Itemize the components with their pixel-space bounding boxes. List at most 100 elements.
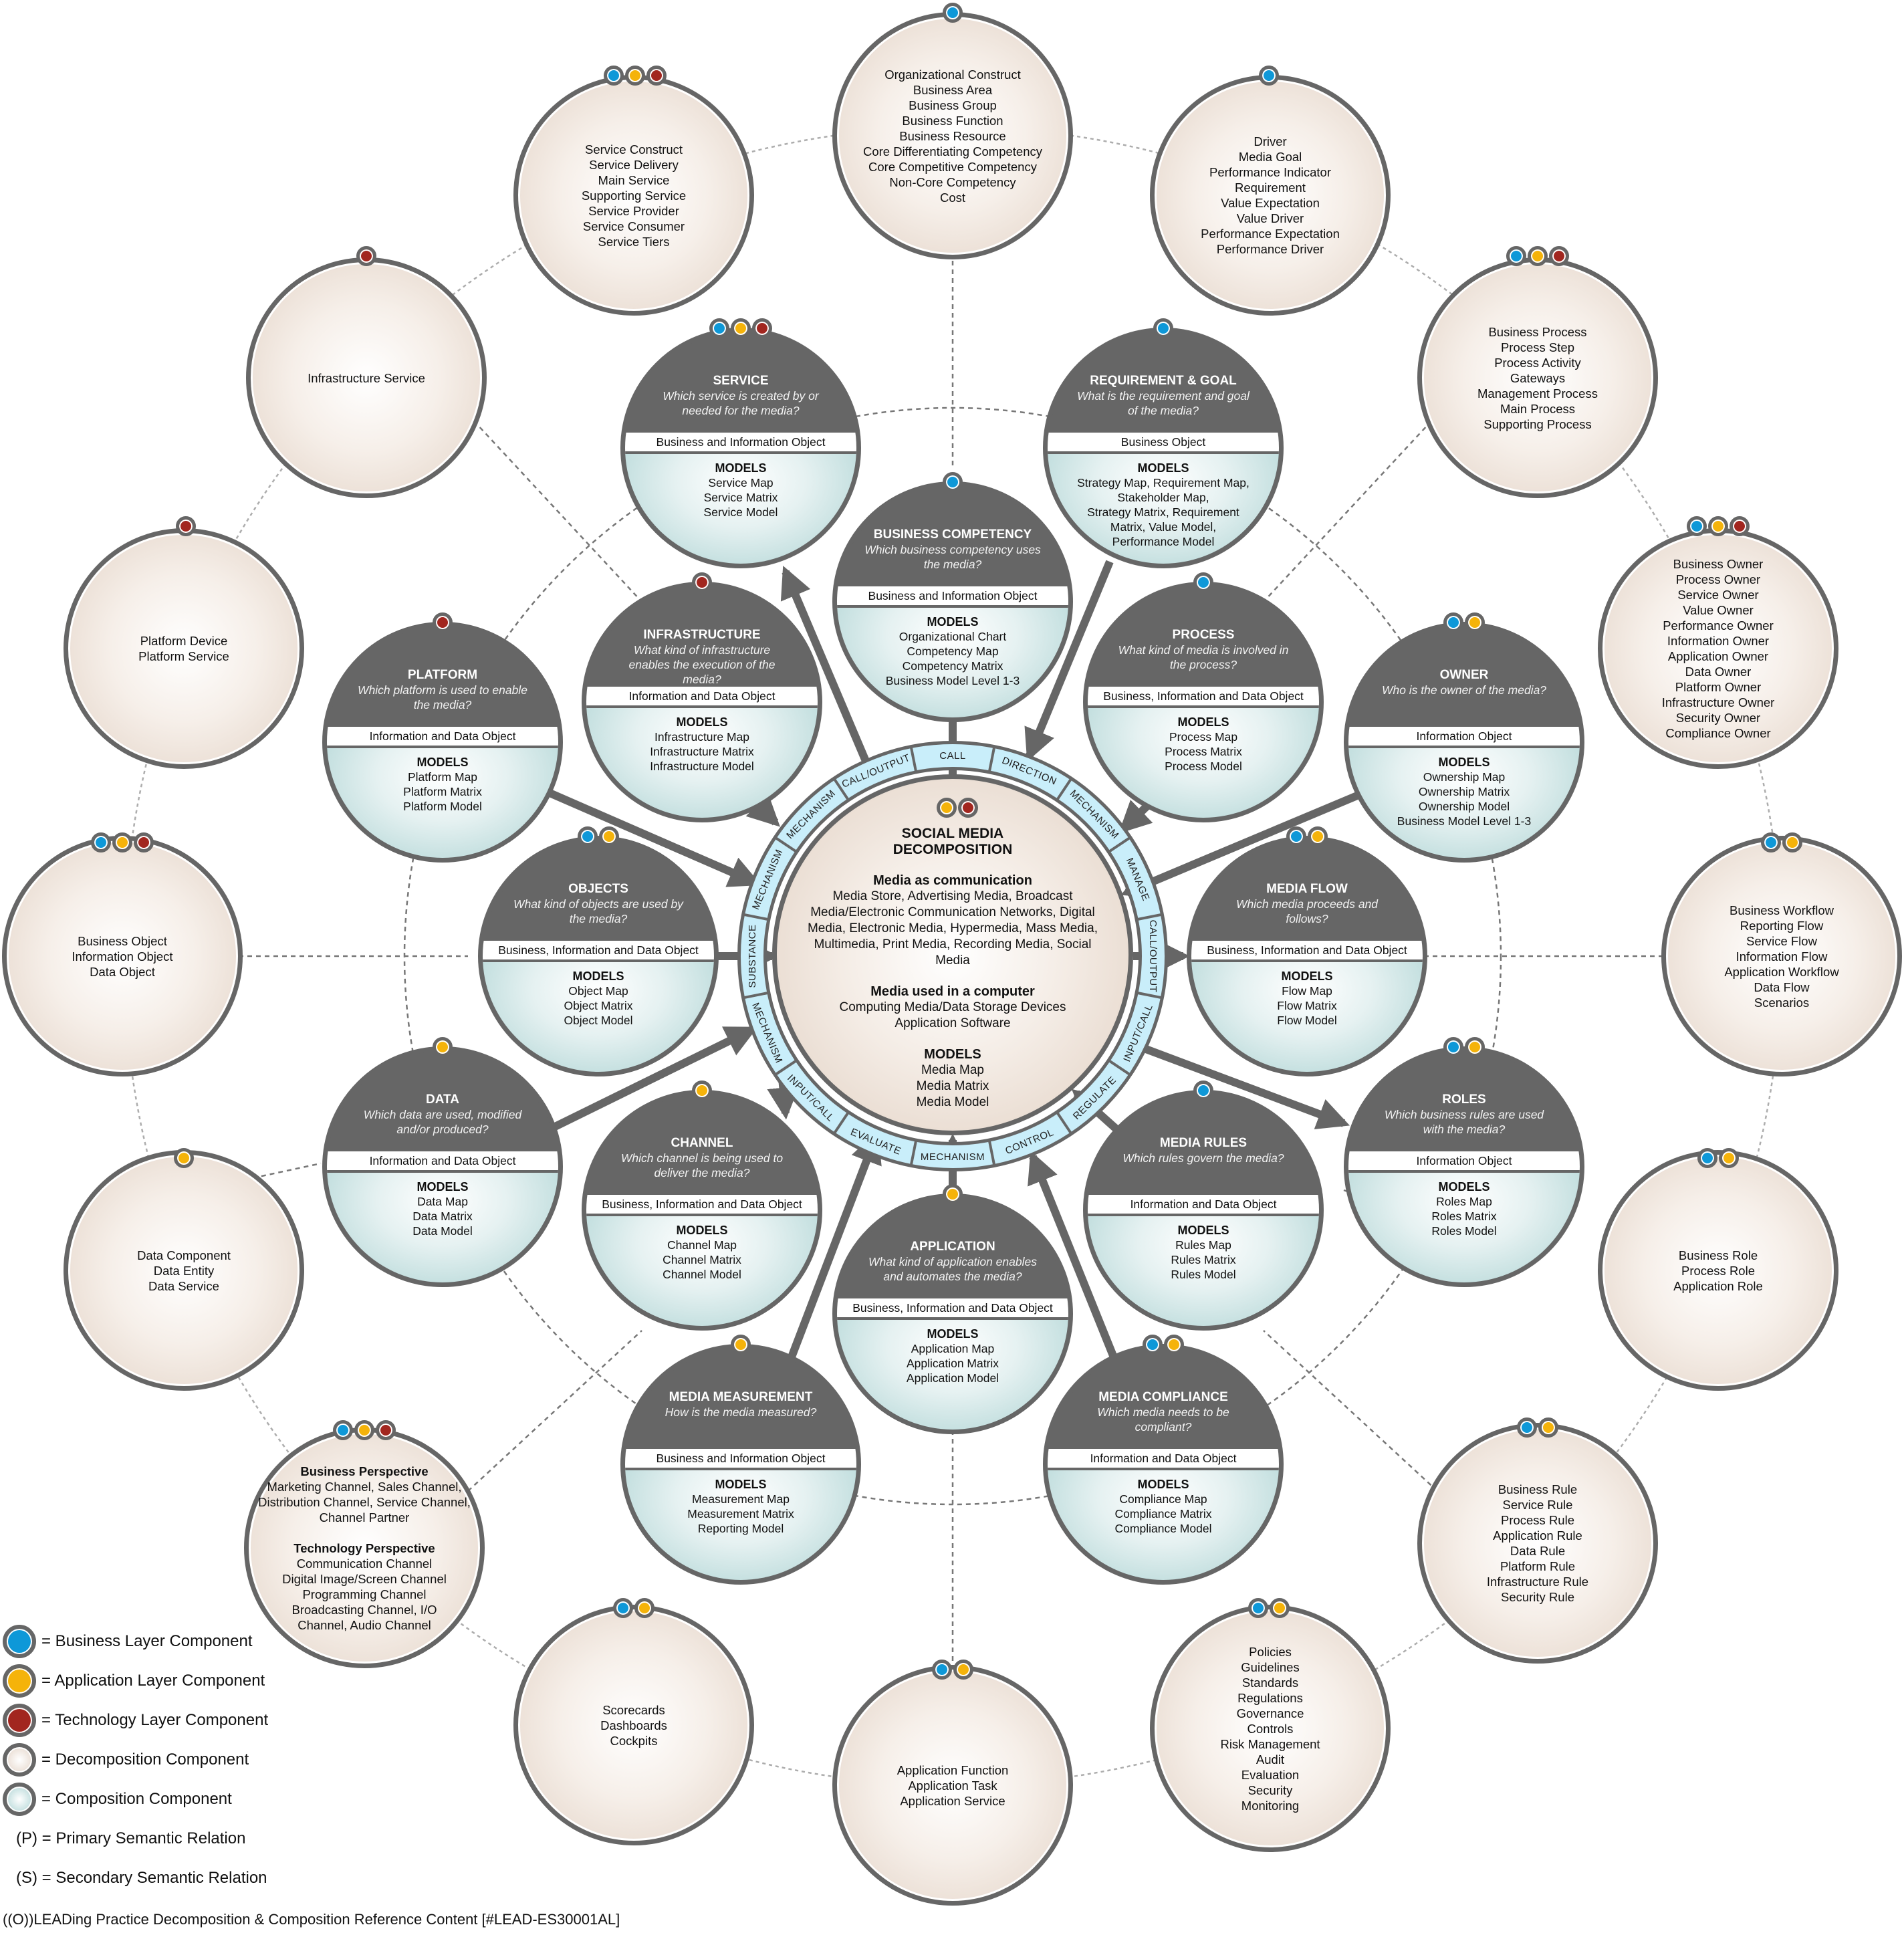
composition-media-measurement[interactable]: MEDIA MEASUREMENT How is the media measu… bbox=[620, 1344, 861, 1585]
application-layer-icon bbox=[174, 1148, 194, 1168]
model-item: Organizational Chart bbox=[899, 630, 1007, 643]
business-layer-icon bbox=[1286, 826, 1306, 846]
model-item: Compliance Model bbox=[1114, 1522, 1212, 1535]
composition-title: OWNER bbox=[1439, 668, 1489, 682]
business-layer-icon bbox=[1259, 66, 1279, 86]
composition-header: SERVICE Which service is created by or n… bbox=[625, 332, 856, 433]
composition-media-compliance[interactable]: MEDIA COMPLIANCE Which media needs to be… bbox=[1043, 1344, 1284, 1585]
composition-business-competency[interactable]: BUSINESS COMPETENCY Which business compe… bbox=[832, 481, 1073, 722]
composition-question: What kind of application enables and aut… bbox=[868, 1255, 1037, 1283]
decomp-item: Business Area bbox=[913, 82, 993, 97]
composition-title: OBJECTS bbox=[568, 882, 628, 896]
legend-primary-relation: (P) = Primary Semantic Relation bbox=[3, 1819, 268, 1858]
decomp-item: Dashboards bbox=[600, 1718, 667, 1732]
decomp-item: Performance Driver bbox=[1216, 242, 1324, 256]
decomp-item: Scenarios bbox=[1754, 995, 1810, 1010]
composition-roles[interactable]: ROLES Which business rules are used with… bbox=[1344, 1046, 1584, 1287]
composition-media-flow[interactable]: MEDIA FLOW Which media proceeds and foll… bbox=[1187, 836, 1427, 1076]
application-layer-icon bbox=[731, 1335, 751, 1355]
model-item: Matrix, Value Model, bbox=[1110, 520, 1217, 534]
decomp-item: Communication Channel bbox=[296, 1556, 433, 1571]
business-layer-icon bbox=[943, 472, 963, 492]
composition-infrastructure[interactable]: INFRASTRUCTURE What kind of infrastructu… bbox=[582, 582, 822, 822]
decomp-item: Controls bbox=[1247, 1721, 1294, 1736]
legend-label: = Composition Component bbox=[41, 1789, 232, 1808]
model-item: Flow Matrix bbox=[1277, 999, 1337, 1012]
decomp-infrastructure[interactable]: Infrastructure Service bbox=[246, 257, 487, 498]
decomp-item: Application Owner bbox=[1667, 649, 1769, 663]
layer-dots bbox=[692, 1081, 712, 1101]
composition-objects[interactable]: OBJECTS What kind of objects are used by… bbox=[478, 836, 719, 1076]
center-social-media-decomposition[interactable]: SOCIAL MEDIA DECOMPOSITION Media as comm… bbox=[772, 774, 1133, 1135]
models-heading: MODELS bbox=[676, 1224, 728, 1237]
decomp-item: Requirement bbox=[1235, 181, 1306, 195]
composition-service[interactable]: SERVICE Which service is created by or n… bbox=[620, 328, 861, 568]
decomp-item: Service Delivery bbox=[589, 157, 679, 172]
decomp-item: Core Differentiating Competency bbox=[862, 144, 1043, 158]
legend-label: = Business Layer Component bbox=[41, 1631, 253, 1650]
layer-dots bbox=[692, 572, 712, 592]
decomp-item: Security bbox=[1247, 1783, 1293, 1797]
business-layer-icon bbox=[1443, 1037, 1463, 1057]
layer-dots bbox=[731, 1335, 751, 1355]
perspective-heading: Technology Perspective bbox=[293, 1541, 435, 1555]
composition-header: INFRASTRUCTURE What kind of infrastructu… bbox=[586, 586, 818, 687]
application-layer-icon bbox=[1308, 826, 1328, 846]
models-list: Strategy Map, Requirement Map,Stakeholde… bbox=[1048, 475, 1279, 549]
composition-platform[interactable]: PLATFORM Which platform is used to enabl… bbox=[322, 622, 563, 863]
composition-owner[interactable]: OWNER Who is the owner of the media? Inf… bbox=[1344, 622, 1584, 863]
composition-channel[interactable]: CHANNEL Which channel is being used to d… bbox=[582, 1090, 822, 1331]
composition-requirement-goal[interactable]: REQUIREMENT & GOAL What is the requireme… bbox=[1043, 328, 1284, 568]
decomp-item: Information Object bbox=[72, 949, 173, 963]
decomp-item: Information Flow bbox=[1736, 949, 1828, 963]
models-heading: MODELS bbox=[1177, 1224, 1229, 1237]
composition-question: Which service is created by or needed fo… bbox=[663, 389, 819, 417]
composition-data[interactable]: DATA Which data are used, modified and/o… bbox=[322, 1046, 563, 1287]
decomp-item: Service Flow bbox=[1746, 933, 1817, 948]
legend-secondary-relation: (S) = Secondary Semantic Relation bbox=[3, 1858, 268, 1898]
legend-label: = Application Layer Component bbox=[41, 1671, 265, 1690]
composition-media-rules[interactable]: MEDIA RULES Which rules govern the media… bbox=[1083, 1090, 1324, 1331]
composition-title: PLATFORM bbox=[407, 668, 478, 682]
application-layer-icon bbox=[433, 1037, 453, 1057]
composition-header: MEDIA FLOW Which media proceeds and foll… bbox=[1191, 840, 1423, 941]
models-heading: MODELS bbox=[927, 1327, 979, 1341]
application-layer-icon bbox=[1270, 1598, 1290, 1618]
application-layer-icon bbox=[1465, 1037, 1485, 1057]
technology-layer-icon bbox=[958, 798, 978, 818]
technology-layer-icon bbox=[433, 612, 453, 633]
object-type-band: Information and Data Object bbox=[1048, 1449, 1279, 1470]
application-layer-icon bbox=[1538, 1417, 1558, 1438]
object-type-band: Business, Information and Data Object bbox=[483, 941, 714, 962]
decomp-item: Supporting Process bbox=[1483, 417, 1592, 431]
decomp-item: Policies bbox=[1249, 1644, 1292, 1659]
composition-header: OWNER Who is the owner of the media? bbox=[1348, 627, 1580, 727]
decomp-item: Service Rule bbox=[1502, 1498, 1573, 1512]
composition-application[interactable]: APPLICATION What kind of application ena… bbox=[832, 1193, 1073, 1434]
composition-title: BUSINESS COMPETENCY bbox=[873, 528, 1032, 542]
legend-technology: = Technology Layer Component bbox=[3, 1700, 268, 1740]
composition-process[interactable]: PROCESS What kind of media is involved i… bbox=[1083, 582, 1324, 822]
model-item: Infrastructure Model bbox=[650, 760, 754, 773]
application-layer-icon bbox=[354, 1420, 374, 1440]
composition-header: CHANNEL Which channel is being used to d… bbox=[586, 1095, 818, 1195]
